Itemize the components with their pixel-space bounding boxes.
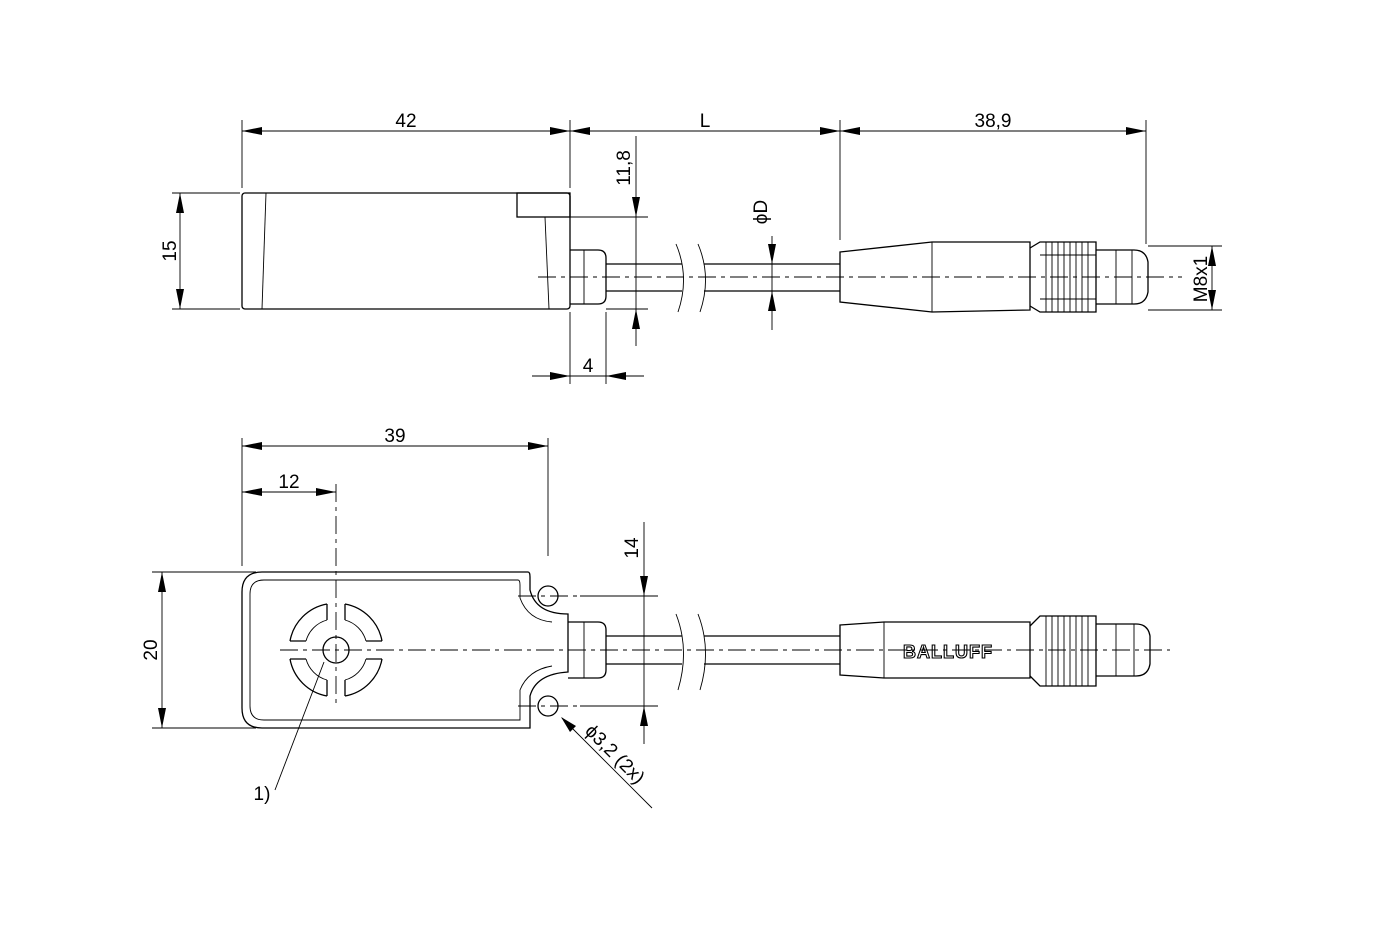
sensor-body-side xyxy=(241,192,571,310)
dim-body-length-top: 39 xyxy=(241,426,549,566)
dim-connector-length: 38,9 xyxy=(840,111,1147,244)
brand-mark: BALLUFF xyxy=(903,642,993,662)
cable-top xyxy=(606,613,840,691)
dim-cable-diameter: ϕD xyxy=(751,200,776,330)
cable-side xyxy=(606,243,840,313)
callout-1: 1) xyxy=(254,661,325,805)
dim-label-11-8: 11,8 xyxy=(614,150,635,186)
sensor-body-top xyxy=(241,571,569,729)
dim-label-20: 20 xyxy=(141,639,162,660)
connector-top: BALLUFF xyxy=(839,615,1151,687)
dim-label-39: 39 xyxy=(384,426,405,447)
sensing-face-symbol xyxy=(289,603,383,697)
dim-label-15: 15 xyxy=(160,240,181,261)
top-view: BALLUFF 39 12 20 xyxy=(141,426,1170,809)
dim-label-4: 4 xyxy=(583,356,594,377)
dim-thread: M8x1 xyxy=(1148,245,1222,311)
dim-center-offset: 12 xyxy=(242,472,336,496)
dim-label-M8x1: M8x1 xyxy=(1191,256,1212,302)
callout-label: 1) xyxy=(254,784,271,805)
dim-label-38-9: 38,9 xyxy=(975,111,1012,132)
dim-label-hole-diameter: ϕ3,2 (2x) xyxy=(580,721,648,789)
dim-cable-offset: 11,8 xyxy=(570,136,648,346)
dim-height-side: 15 xyxy=(160,192,240,310)
dim-nose-length: 4 xyxy=(532,312,644,384)
dim-width-top: 20 xyxy=(141,571,256,729)
dim-label-14: 14 xyxy=(622,537,643,559)
dim-label-12: 12 xyxy=(278,472,299,493)
dim-hole-diameter: ϕ3,2 (2x) xyxy=(561,717,653,809)
dim-body-length-side: 42 xyxy=(241,111,571,188)
knurl-top xyxy=(1045,616,1089,686)
dim-label-phiD: ϕD xyxy=(751,200,772,224)
dim-hole-spacing: 14 xyxy=(580,522,658,744)
dim-label-42: 42 xyxy=(395,111,416,132)
dim-label-L: L xyxy=(700,111,711,132)
side-view: 42 L 38,9 15 xyxy=(160,111,1222,384)
dim-cable-length: L xyxy=(570,111,841,240)
